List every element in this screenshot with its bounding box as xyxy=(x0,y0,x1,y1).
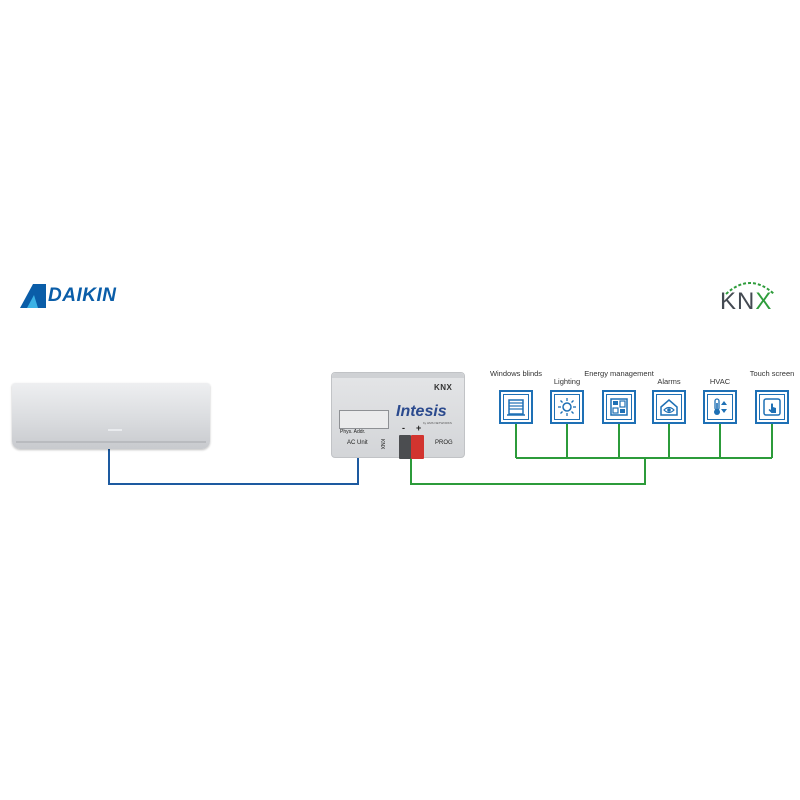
gateway-phys-addr-label: Phys. Addr. xyxy=(340,429,366,435)
device-label: Energy management xyxy=(584,369,654,378)
device-label: Lighting xyxy=(553,377,581,386)
knx-arc-icon xyxy=(725,282,775,295)
device-label: Alarms xyxy=(657,377,681,386)
device-icon-frame xyxy=(703,390,737,424)
gateway-ac-unit-port-label: AC Unit xyxy=(347,440,368,446)
knx-wordmark: KNX xyxy=(720,288,773,315)
device-label: Touch screen xyxy=(749,369,795,378)
ac-bus-wire xyxy=(108,449,359,485)
device-icon-frame xyxy=(550,390,584,424)
daikin-wordmark: DAIKIN xyxy=(48,285,117,306)
gateway-knx-badge: KNX xyxy=(434,383,453,392)
knx-terminal-plus xyxy=(411,435,424,459)
gateway-knx-port-label: KNX xyxy=(379,439,385,450)
device-label: HVAC xyxy=(709,377,731,386)
daikin-logo: DAIKIN xyxy=(20,284,150,308)
ac-indoor-unit xyxy=(12,383,210,449)
alarm-eye-icon xyxy=(660,399,678,416)
lightbulb-icon xyxy=(558,398,576,416)
device-label: Windows blinds xyxy=(489,369,543,378)
device-icon-frame xyxy=(652,390,686,424)
ac-display-strip xyxy=(108,429,122,431)
knx-logo: KNX xyxy=(716,276,784,316)
device-icon-frame xyxy=(499,390,533,424)
device-icon-frame xyxy=(755,390,789,424)
gateway-brand: Intesis xyxy=(396,403,447,420)
daikin-mark-icon xyxy=(20,284,46,308)
knx-bus-trunk xyxy=(410,458,646,485)
blinds-icon xyxy=(507,399,525,416)
gateway-minus-label: - xyxy=(402,423,405,433)
intesis-gateway: KNX Intesis by HMS NETWORKS Phys. Addr. … xyxy=(331,372,465,459)
gateway-prog-label: PROG xyxy=(435,440,453,446)
knx-terminal-minus xyxy=(399,435,411,459)
device-icon-frame xyxy=(602,390,636,424)
gateway-brand-sub: by HMS NETWORKS xyxy=(423,421,452,425)
gateway-plus-label: + xyxy=(416,423,422,433)
gateway-address-label xyxy=(339,410,389,429)
gateway-top-bar xyxy=(332,373,464,378)
energy-meter-icon xyxy=(610,398,628,416)
thermometer-icon xyxy=(714,398,727,415)
touchscreen-icon xyxy=(763,398,781,416)
